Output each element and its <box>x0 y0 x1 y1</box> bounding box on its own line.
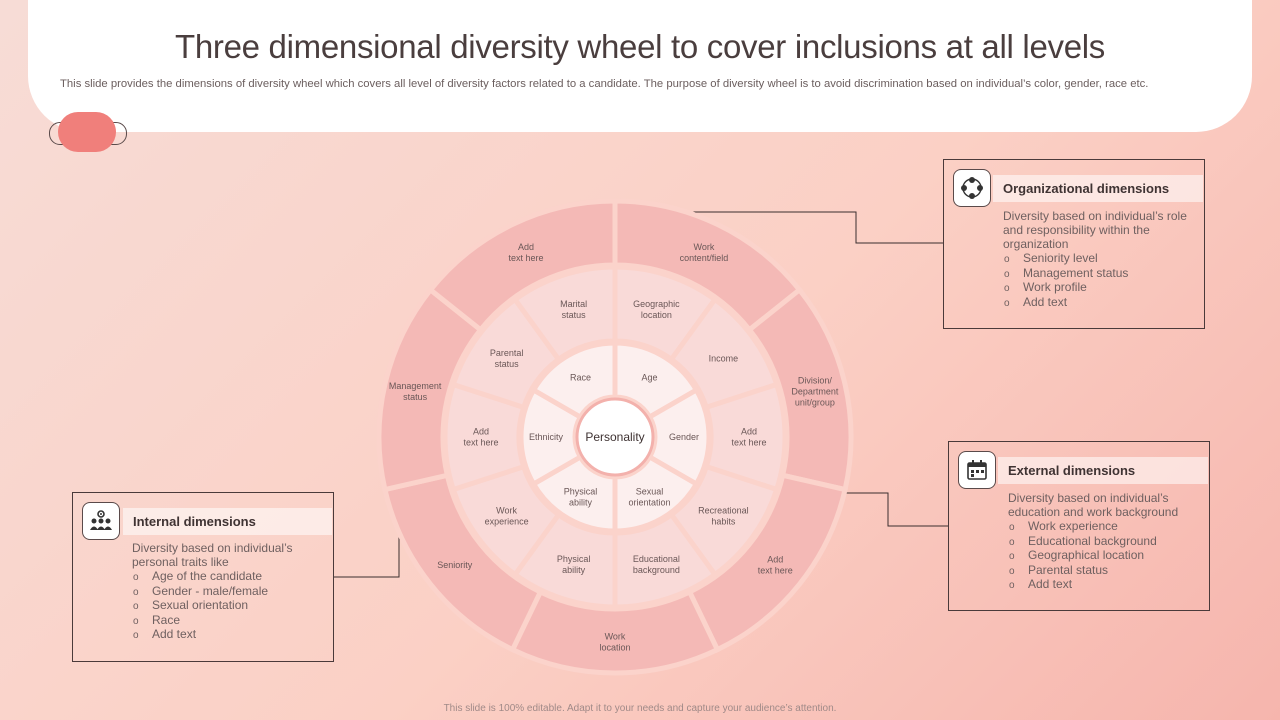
list-item: Age of the candidate <box>133 569 268 584</box>
page-title: Three dimensional diversity wheel to cov… <box>174 28 1105 65</box>
external-dimensions-title: External dimensions <box>998 457 1208 484</box>
internal-dimensions-description: Diversity based on individual’s personal… <box>132 541 293 569</box>
list-item: Sexual orientation <box>133 598 268 613</box>
organizational-dimensions-box <box>943 159 1205 329</box>
list-item: Add text <box>1004 295 1128 310</box>
wheel-center-label: Personality <box>585 430 644 444</box>
organizational-dimensions-description: Diversity based on individual’s role and… <box>1003 209 1187 251</box>
list-item: Race <box>133 613 268 628</box>
list-item: Work profile <box>1004 280 1128 295</box>
list-item: Seniority level <box>1004 251 1128 266</box>
decorative-pill <box>58 112 116 152</box>
inner-ring-label: Race <box>570 372 591 382</box>
list-item: Educational background <box>1009 534 1157 549</box>
list-item: Gender - male/female <box>133 584 268 599</box>
external-dimensions-box <box>948 441 1210 611</box>
calendar-icon <box>958 451 996 489</box>
list-item: Geographical location <box>1009 548 1157 563</box>
footer-note: This slide is 100% editable. Adapt it to… <box>443 703 837 714</box>
inner-ring-segment <box>518 386 584 488</box>
inner-ring-label: Gender <box>669 432 699 442</box>
network-people-icon <box>953 169 991 207</box>
outer-ring-label: Seniority <box>437 560 473 570</box>
wheel-center <box>575 397 655 477</box>
internal-dimensions-box <box>72 492 334 662</box>
inner-ring-segment <box>530 340 618 421</box>
inner-ring-segment <box>530 453 618 534</box>
inner-ring-segment <box>612 340 700 421</box>
inner-ring-segment <box>612 453 700 534</box>
list-item: Management status <box>1004 266 1128 281</box>
middle-ring-label: Income <box>709 353 739 363</box>
list-item: Add text <box>133 627 268 642</box>
inner-ring-segment <box>646 386 712 488</box>
list-item: Work experience <box>1009 519 1157 534</box>
internal-dimensions-title: Internal dimensions <box>123 508 332 535</box>
external-dimensions-description: Diversity based on individual’s educatio… <box>1008 491 1179 519</box>
page-subtitle: This slide provides the dimensions of di… <box>60 78 1149 90</box>
header-panel <box>28 0 1252 132</box>
list-item: Parental status <box>1009 563 1157 578</box>
inner-ring-label: Ethnicity <box>529 432 564 442</box>
inner-ring-label: Age <box>641 372 657 382</box>
organizational-dimensions-title: Organizational dimensions <box>993 175 1203 202</box>
team-gear-icon <box>82 502 120 540</box>
external-dimensions-list: Work experience Educational background G… <box>1009 519 1157 592</box>
organizational-dimensions-list: Seniority level Management status Work p… <box>1004 251 1128 309</box>
list-item: Add text <box>1009 577 1157 592</box>
internal-dimensions-list: Age of the candidate Gender - male/femal… <box>133 569 268 642</box>
